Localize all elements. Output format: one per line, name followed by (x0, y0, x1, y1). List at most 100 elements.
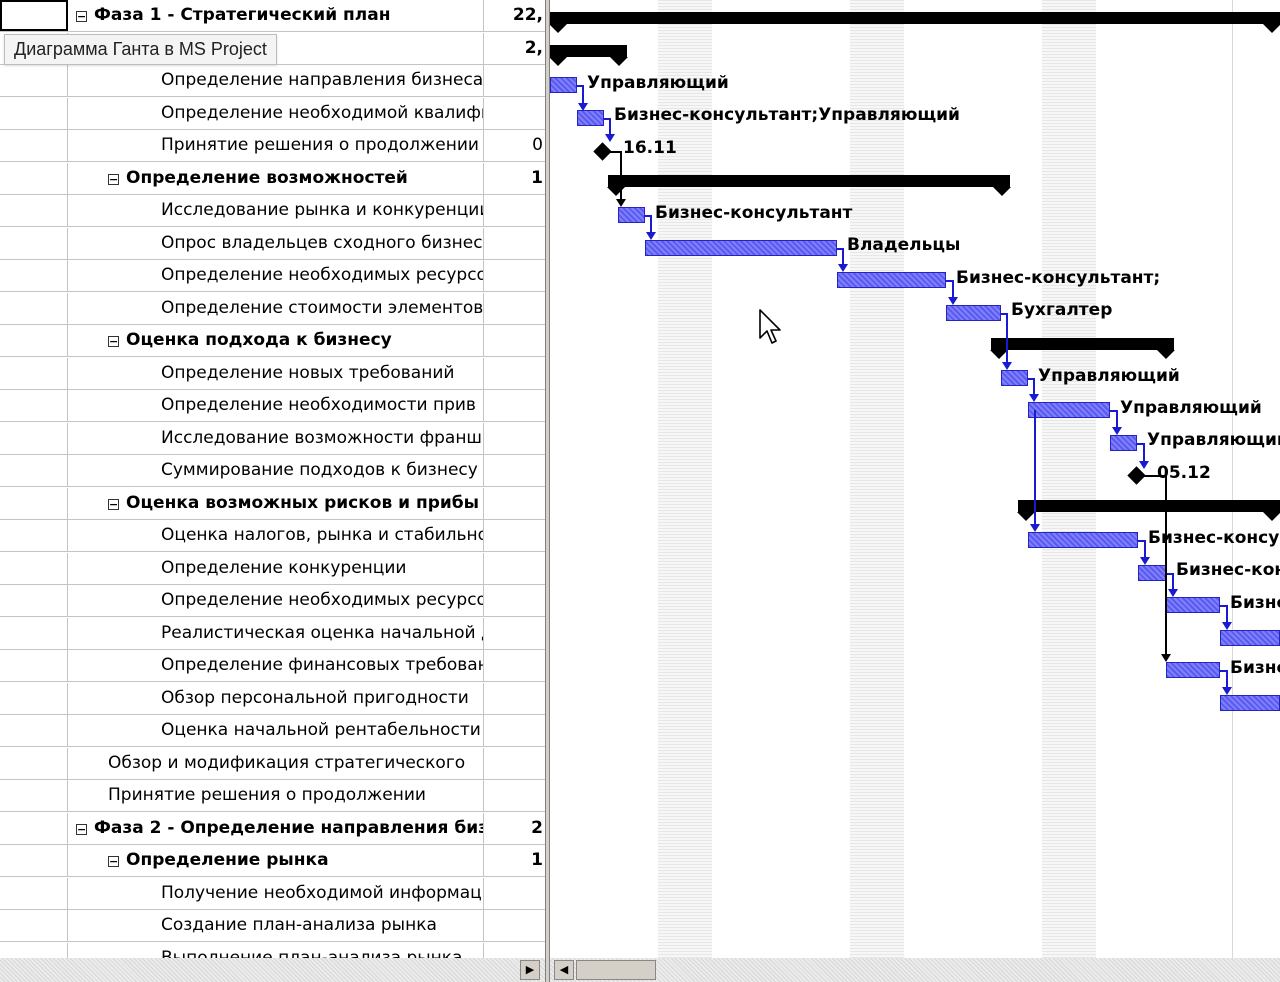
duration-cell[interactable] (484, 650, 545, 681)
table-row[interactable]: Получение необходимой информаци (0, 878, 545, 910)
task-name-cell[interactable]: Суммирование подходов к бизнесу (68, 455, 484, 486)
task-name-cell[interactable]: −Оценка возможных рисков и прибы (68, 488, 484, 519)
task-name-cell[interactable]: Исследование возможности франш (68, 423, 484, 454)
task-name-cell[interactable]: Обзор и модификация стратегического (68, 748, 484, 779)
summary-bar-risks[interactable] (1017, 500, 1280, 521)
row-id-cell[interactable] (0, 130, 68, 161)
task-name-cell[interactable]: Обзор персональной пригодности (68, 683, 484, 714)
duration-cell[interactable]: 22, (512, 5, 543, 25)
duration-cell[interactable]: 2 (531, 818, 543, 838)
duration-cell[interactable] (484, 488, 545, 519)
duration-cell[interactable] (484, 390, 545, 421)
row-id-cell[interactable] (0, 228, 68, 259)
duration-cell[interactable] (484, 260, 545, 291)
table-row[interactable]: −Фаза 2 - Определение направления биз 2 (0, 813, 545, 845)
table-row[interactable]: Исследование возможности франш (0, 423, 545, 455)
task-bar[interactable] (1138, 565, 1166, 581)
task-bar[interactable] (618, 207, 645, 223)
row-id-cell[interactable] (0, 488, 68, 519)
task-name-cell[interactable]: Определение новых требований (68, 358, 484, 389)
task-bar[interactable] (577, 110, 604, 126)
row-id-cell[interactable] (0, 845, 68, 876)
row-id-cell[interactable] (0, 98, 68, 129)
task-name-cell[interactable]: Реалистическая оценка начальной д (68, 618, 484, 649)
task-name-cell[interactable]: Определение стоимости элементов (68, 293, 484, 324)
collapse-toggle-icon[interactable]: − (76, 10, 87, 23)
duration-cell[interactable]: 1 (531, 850, 543, 870)
table-row[interactable]: Определение новых требований (0, 358, 545, 390)
row-id-cell[interactable] (0, 910, 68, 941)
duration-cell[interactable] (484, 228, 545, 259)
collapse-toggle-icon[interactable]: − (108, 173, 119, 186)
table-row[interactable]: Определение необходимых ресурсо (0, 260, 545, 292)
scroll-left-button[interactable]: ◀ (554, 960, 574, 980)
duration-cell[interactable] (484, 683, 545, 714)
task-name-cell[interactable]: Определение направления бизнеса (68, 65, 484, 96)
table-row[interactable]: −Оценка возможных рисков и прибы (0, 488, 545, 520)
row-id-cell[interactable] (0, 163, 68, 194)
task-name-cell[interactable]: −Фаза 1 - Стратегический план (68, 0, 484, 31)
duration-cell[interactable] (484, 520, 545, 551)
task-bar[interactable] (1166, 597, 1220, 613)
row-id-cell[interactable] (0, 553, 68, 584)
duration-cell[interactable]: 1 (531, 168, 543, 188)
milestone-diamond[interactable] (1127, 466, 1146, 485)
row-id-cell[interactable] (0, 813, 68, 844)
task-name-cell[interactable]: Исследование рынка и конкуренции (68, 195, 484, 226)
task-name-cell[interactable]: −Определение возможностей (68, 163, 484, 194)
task-bar[interactable] (946, 305, 1001, 321)
duration-cell[interactable] (484, 293, 545, 324)
duration-cell[interactable] (484, 780, 545, 811)
task-bar[interactable] (645, 240, 837, 256)
task-name-cell[interactable]: Определение финансовых требован (68, 650, 484, 681)
table-row[interactable]: Определение финансовых требован (0, 650, 545, 682)
table-row[interactable]: Выполнение план-анализа рынка (0, 943, 545, 958)
duration-cell[interactable] (484, 98, 545, 129)
table-row[interactable]: −Определение возможностей 1 (0, 163, 545, 195)
task-bar[interactable] (1001, 370, 1028, 386)
summary-bar-opportunities[interactable] (607, 175, 1011, 196)
duration-cell[interactable] (484, 358, 545, 389)
table-row[interactable]: Определение необходимой квалифи (0, 98, 545, 130)
task-bar[interactable] (1220, 630, 1280, 646)
task-name-cell[interactable]: Определение необходимости прив (68, 390, 484, 421)
row-id-cell[interactable] (0, 618, 68, 649)
row-id-cell[interactable] (0, 683, 68, 714)
task-name-cell[interactable]: Оценка налогов, рынка и стабильно (68, 520, 484, 551)
row-id-cell[interactable] (0, 423, 68, 454)
table-row[interactable]: Определение направления бизнеса (0, 65, 545, 97)
duration-cell[interactable] (484, 715, 545, 746)
table-row[interactable]: Обзор персональной пригодности (0, 683, 545, 715)
row-id-cell[interactable] (0, 65, 68, 96)
milestone-diamond[interactable] (593, 142, 612, 161)
task-name-cell[interactable]: Определение конкуренции (68, 553, 484, 584)
row-id-cell[interactable] (0, 520, 68, 551)
task-name-cell[interactable]: Принятие решения о продолжении б (68, 130, 484, 161)
table-row[interactable]: Определение необходимости прив (0, 390, 545, 422)
duration-cell[interactable] (484, 423, 545, 454)
task-name-cell[interactable]: Оценка начальной рентабельности (68, 715, 484, 746)
summary-bar-group1[interactable] (550, 45, 628, 66)
row-id-cell[interactable] (0, 325, 68, 356)
collapse-toggle-icon[interactable]: − (108, 855, 119, 868)
task-name-cell[interactable]: Определение необходимых ресурсо (68, 585, 484, 616)
duration-cell[interactable] (484, 618, 545, 649)
scroll-right-button[interactable]: ▶ (520, 960, 540, 980)
row-id-cell[interactable] (0, 195, 68, 226)
row-id-cell[interactable] (0, 943, 68, 958)
task-bar[interactable] (1028, 402, 1110, 418)
task-name-cell[interactable]: Определение необходимой квалифи (68, 98, 484, 129)
table-row[interactable]: Реалистическая оценка начальной д (0, 618, 545, 650)
row-id-cell[interactable] (0, 748, 68, 779)
duration-cell[interactable] (484, 910, 545, 941)
duration-cell[interactable]: 2, (524, 38, 543, 58)
task-name-cell[interactable]: −Фаза 2 - Определение направления биз (68, 813, 484, 844)
row-id-cell[interactable] (0, 260, 68, 291)
row-id-cell[interactable] (0, 358, 68, 389)
table-row[interactable]: −Фаза 1 - Стратегический план 22, (0, 0, 545, 32)
row-id-cell[interactable] (0, 455, 68, 486)
table-row[interactable]: Принятие решения о продолжении (0, 780, 545, 812)
table-row[interactable]: Определение конкуренции (0, 553, 545, 585)
task-name-cell[interactable]: Получение необходимой информаци (68, 878, 484, 909)
